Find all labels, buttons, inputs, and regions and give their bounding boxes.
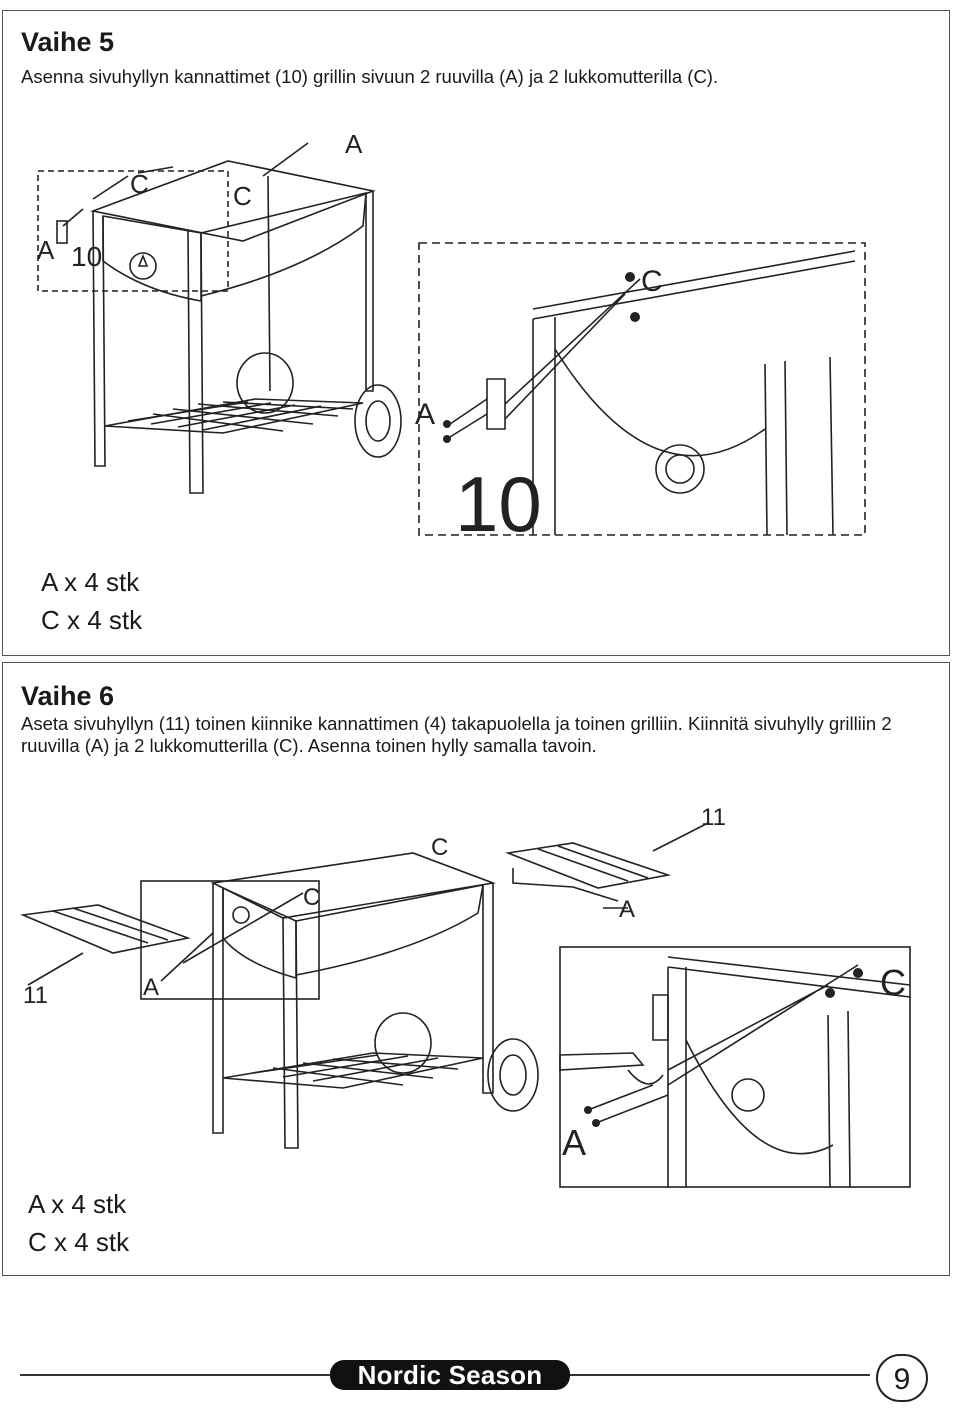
step-6-label-c-top: C [431, 834, 448, 861]
step-6-label-a-left: A [143, 974, 159, 1001]
step-5-label-c-2: C [233, 181, 252, 211]
step-5-quantity-c: C x 4 stk [41, 605, 143, 635]
step-6-detail-illustration: C A [559, 946, 911, 1188]
step-5-instruction: Asenna sivuhyllyn kannattimet (10) grill… [21, 66, 719, 87]
step-6-instruction: Aseta sivuhyllyn (11) toinen kiinnike ka… [21, 713, 892, 756]
step-6-quantity-c: C x 4 stk [28, 1227, 130, 1257]
step-6-label-11-right: 11 [701, 804, 726, 831]
step-5-quantity-a: A x 4 stk [41, 567, 140, 597]
step-6-label-c-left: C [303, 884, 320, 911]
step-5-label-a-2: A [345, 129, 363, 159]
step-6-quantity-a: A x 4 stk [28, 1189, 127, 1219]
step-6-detail-label-c: C [880, 962, 906, 1003]
step-6-grill-illustration: 11 A C C 11 A [19, 804, 726, 1149]
brand-logo: Nordic Season [330, 1360, 570, 1390]
step-6-title: Vaihe 6 [21, 681, 115, 711]
step-5-detail-part-label-10: 10 [455, 460, 542, 548]
footer-line-right [570, 1374, 870, 1376]
step-5-detail-illustration: C A 10 [415, 242, 866, 548]
step-5-detail-label-a: A [415, 398, 435, 431]
step-5-panel: Vaihe 5 Asenna sivuhyllyn kannattimet (1… [2, 10, 950, 656]
step-5-part-label-10-small: 10 [71, 241, 102, 272]
step-6-label-a-right: A [619, 896, 635, 923]
step-5-detail-label-c: C [641, 265, 663, 298]
step-5-title: Vaihe 5 [21, 27, 115, 57]
page-number: 9 [876, 1354, 928, 1402]
step-5-label-a-1: A [37, 235, 55, 265]
step-6-label-11-left: 11 [23, 982, 48, 1009]
step-6-quantities: A x 4 stk C x 4 stk [28, 1185, 129, 1261]
step-6-detail-label-a: A [562, 1122, 586, 1163]
step-5-quantities: A x 4 stk C x 4 stk [41, 563, 142, 639]
step-6-panel: Vaihe 6 Aseta sivuhyllyn (11) toinen kii… [2, 662, 950, 1276]
step-5-label-c-1: C [130, 169, 149, 199]
footer-line-left [20, 1374, 330, 1376]
step-5-grill-illustration: 10 A C C A [37, 129, 402, 494]
